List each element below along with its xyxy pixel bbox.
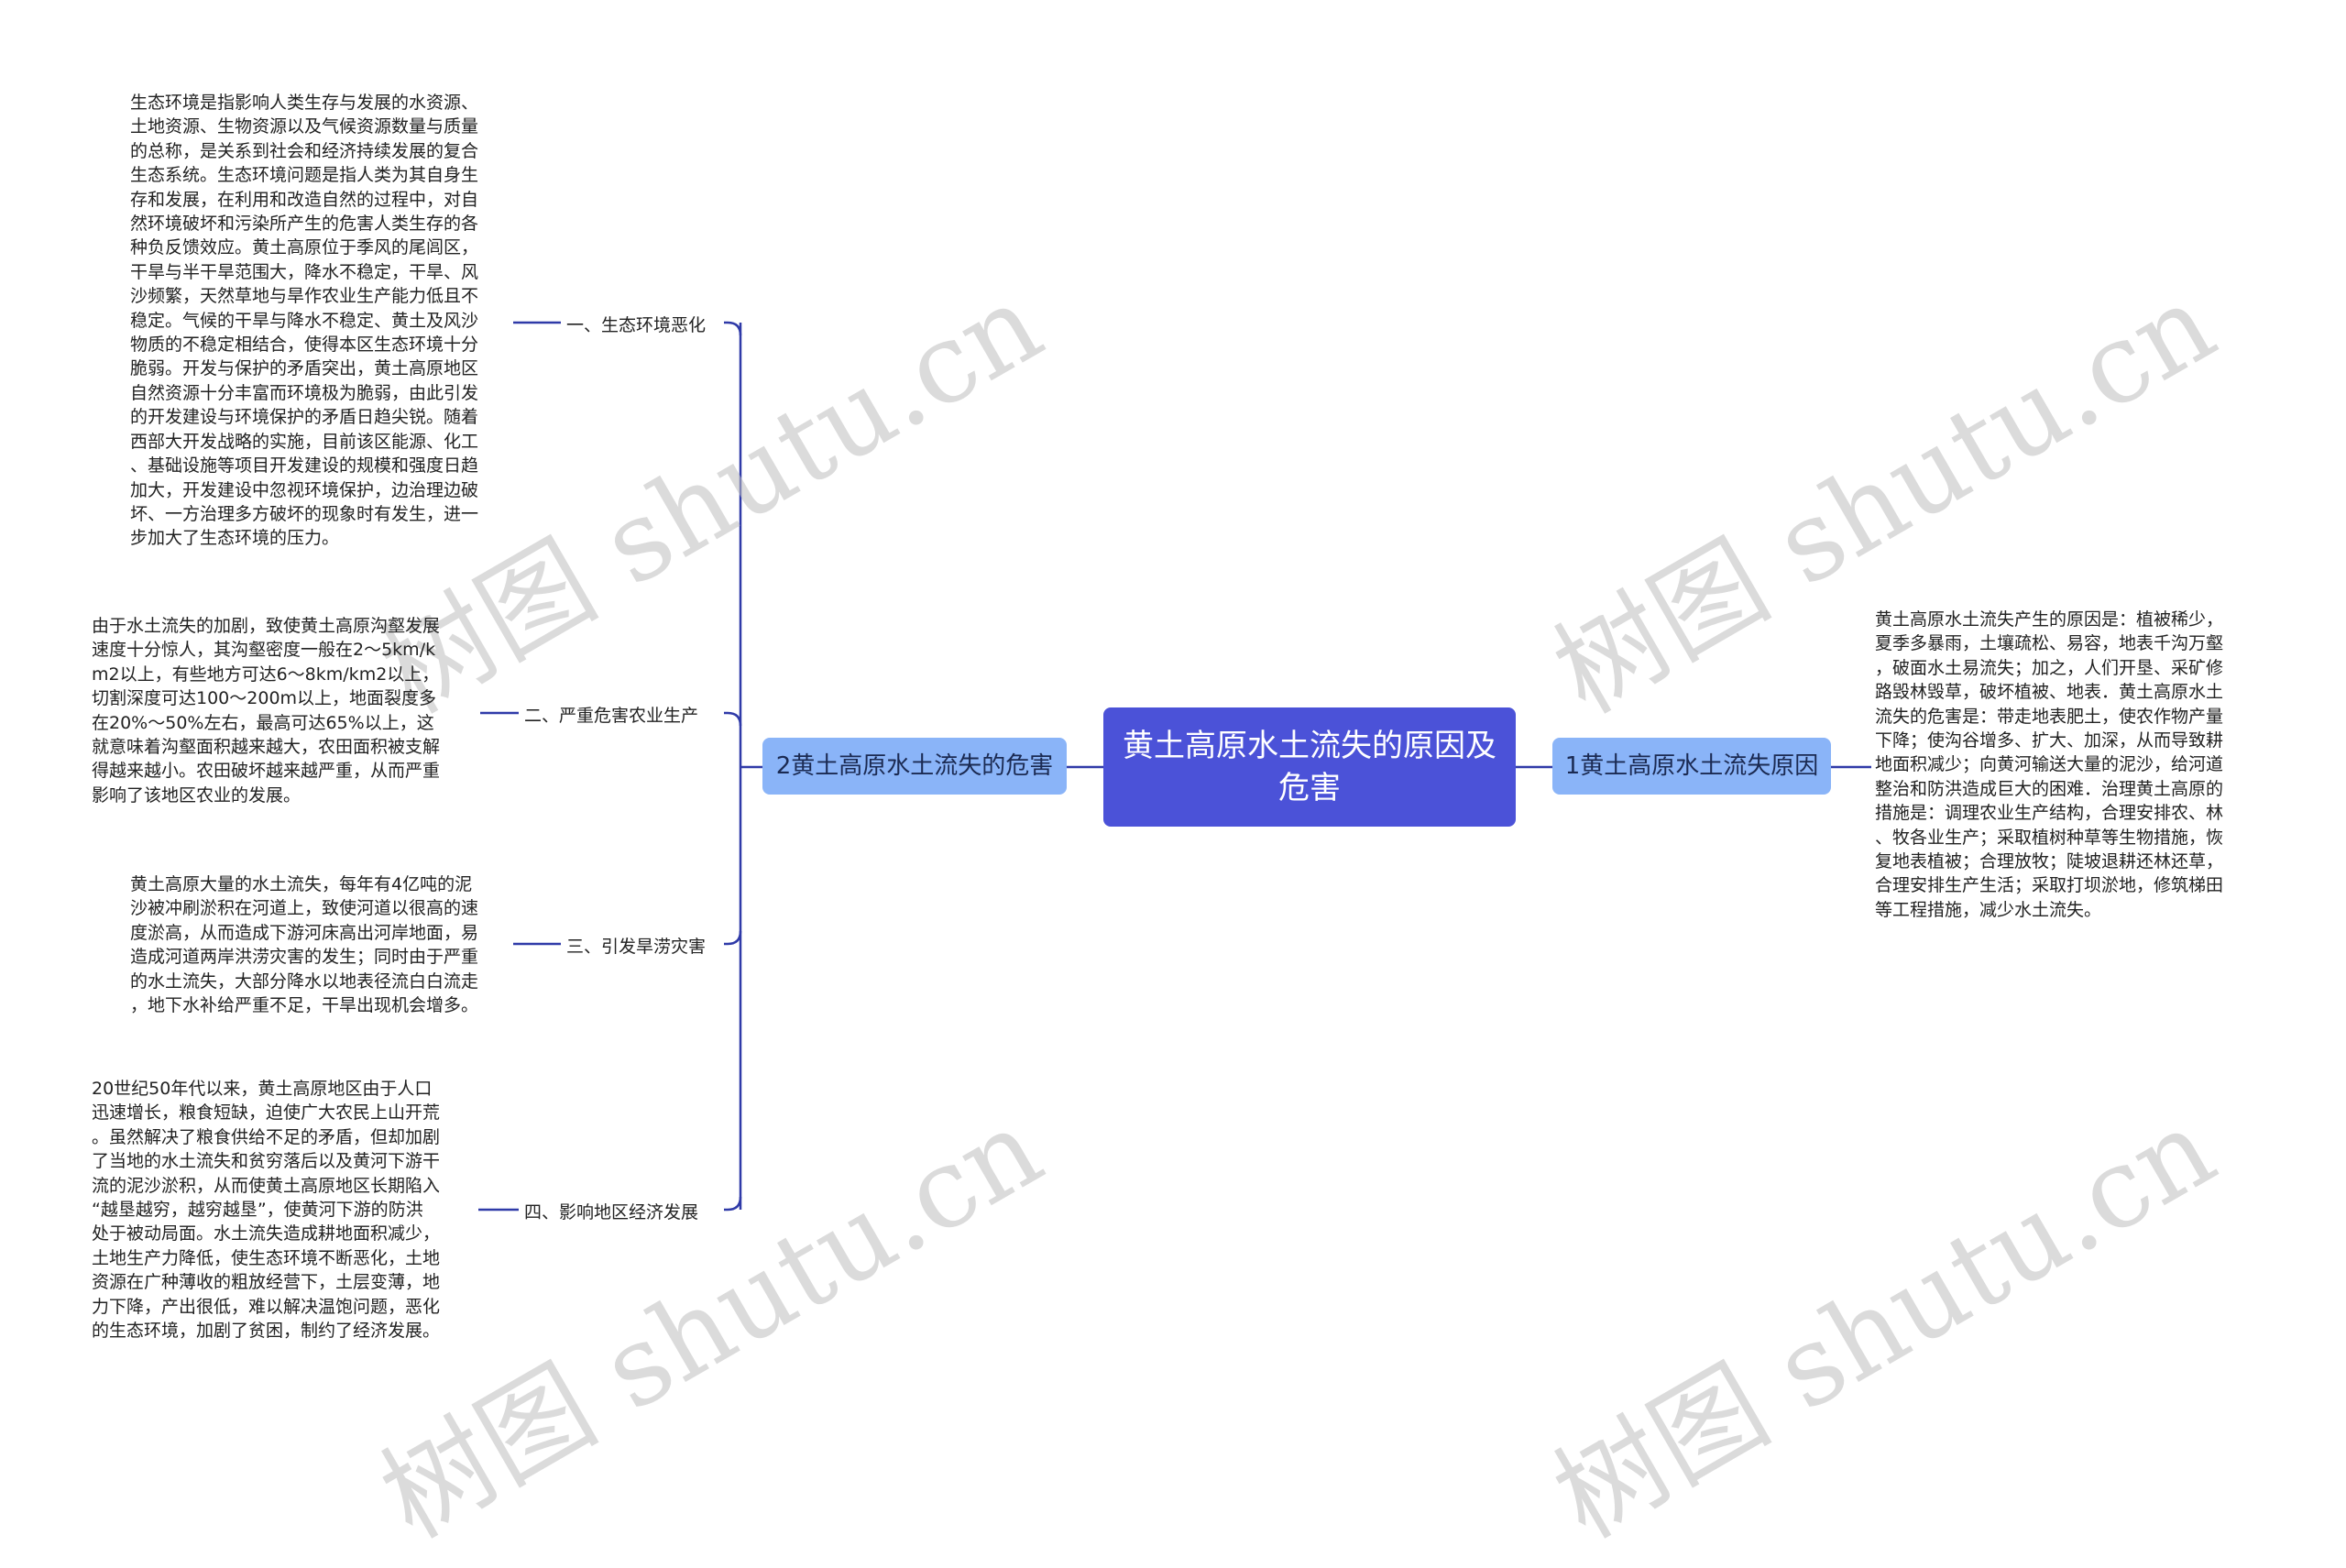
note-line: 。虽然解决了粮食供给不足的矛盾，但却加剧 (92, 1126, 441, 1147)
link-item-3 (724, 930, 742, 946)
note-line: ，破面水土易流失；加之，人们开垦、采矿修 (1875, 657, 2224, 678)
note-line: 由于水土流失的加剧，致使黄土高原沟壑发展 (92, 616, 441, 636)
note-line: 自然资源十分丰富而环境极为脆弱，由此引发 (130, 382, 479, 403)
note-agriculture: 由于水土流失的加剧，致使黄土高原沟壑发展 速度十分惊人，其沟壑密度一般在2～5k… (92, 614, 440, 807)
note-line: 流失的危害是：带走地表肥土，使农作物产量 (1875, 706, 2224, 727)
note-line: 了当地的水土流失和贫穷落后以及黄河下游干 (92, 1151, 441, 1172)
note-line: 得越来越小。农田破坏越来越严重，从而严重 (92, 761, 441, 782)
note-line: 处于被动局面。水土流失造成耕地面积减少， (92, 1223, 441, 1245)
note-line: 力下降，产出很低，难以解决温饱问题，恶化 (92, 1296, 441, 1317)
note-line: m2以上，有些地方可达6～8km/km2以上， (92, 663, 440, 685)
note-line: ，地下水补给严重不足，干旱出现机会增多。 (130, 995, 479, 1016)
note-line: 地面积减少；向黄河输送大量的泥沙，给河道 (1875, 754, 2224, 775)
branch-label: 1黄土高原水土流失原因 (1564, 752, 1819, 780)
note-line: 黄土高原大量的水土流失，每年有4亿吨的泥 (130, 874, 473, 894)
root-topic[interactable]: 黄土高原水土流失的原因及危害 (1103, 707, 1516, 827)
note-line: 加大，开发建设中忽视环境保护，边治理边破 (130, 479, 479, 500)
note-line: 在20%～50%左右，最高可达65%以上，这 (92, 712, 434, 733)
note-line: 造成河道两岸洪涝灾害的发生；同时由于严重 (130, 947, 479, 968)
note-line: 生态系统。生态环境问题是指人类为其自身生 (130, 165, 479, 186)
note-line: 就意味着沟壑面积越来越大，农田面积被支解 (92, 737, 441, 758)
link-item-2 (724, 711, 742, 727)
note-line: 黄土高原水土流失产生的原因是：植被稀少， (1875, 609, 2224, 630)
note-line: 资源在广种薄收的粗放经营下，土层变薄，地 (92, 1272, 441, 1293)
note-line: 沙频繁，天然草地与旱作农业生产能力低且不 (130, 286, 479, 307)
note-line: 等工程措施，减少水土流失。 (1875, 899, 2102, 920)
note-line: 、基础设施等项目开发建设的规模和强度日趋 (130, 455, 479, 477)
branch-label: 2黄土高原水土流失的危害 (775, 752, 1054, 780)
branch-consequences[interactable]: 2黄土高原水土流失的危害 (762, 738, 1067, 795)
note-line: 脆弱。开发与保护的矛盾突出，黄土高原地区 (130, 358, 479, 379)
note-line: 迅速增长，粮食短缺，迫使广大农民上山开荒 (92, 1102, 441, 1124)
note-line: 措施是：调理农业生产结构，合理安排农、林 (1875, 803, 2224, 824)
note-line: 夏季多暴雨，土壤疏松、易容，地表千沟万壑 (1875, 633, 2224, 654)
subtopic-label: 二、严重危害农业生产 (524, 706, 699, 726)
branch-causes[interactable]: 1黄土高原水土流失原因 (1552, 738, 1831, 795)
note-line: 度淤高，从而造成下游河床高出河岸地面，易 (130, 922, 479, 943)
note-line: 的开发建设与环境保护的矛盾日趋尖锐。随着 (130, 407, 479, 428)
note-line: 20世纪50年代以来，黄土高原地区由于人口 (92, 1079, 433, 1099)
note-line: 步加大了生态环境的压力。 (130, 528, 340, 549)
subtopic-economy[interactable]: 四、影响地区经济发展 (524, 1199, 698, 1223)
note-line: “越垦越穷，越穷越垦”，使黄河下游的防洪 (92, 1200, 423, 1221)
note-line: 、牧各业生产；采取植树种草等生物措施，恢 (1875, 827, 2224, 848)
note-line: 的生态环境，加剧了贫困，制约了经济发展。 (92, 1321, 441, 1342)
note-line: 稳定。气候的干旱与降水不稳定、黄土及风沙 (130, 310, 479, 331)
subtopic-label: 四、影响地区经济发展 (524, 1202, 699, 1223)
note-causes: 黄土高原水土流失产生的原因是：植被稀少， 夏季多暴雨，土壤疏松、易容，地表千沟万… (1875, 608, 2223, 922)
note-line: 复地表植被；合理放牧；陡坡退耕还林还草， (1875, 851, 2224, 872)
note-line: 生态环境是指影响人类生存与发展的水资源、 (130, 93, 479, 113)
note-disasters: 黄土高原大量的水土流失，每年有4亿吨的泥 沙被冲刷淤积在河道上，致使河道以很高的… (130, 872, 478, 1017)
note-line: 西部大开发战略的实施，目前该区能源、化工 (130, 431, 479, 452)
note-line: 的水土流失，大部分降水以地表径流白白流走 (130, 970, 479, 992)
note-line: 合理安排生产生活；采取打坝淤地，修筑梯田 (1875, 875, 2224, 896)
note-line: 土地生产力降低，使生态环境不断恶化，土地 (92, 1247, 441, 1268)
note-line: 然环境破坏和污染所产生的危害人类生存的各 (130, 214, 479, 235)
note-line: 切割深度可达100～200m以上，地面裂度多 (92, 688, 437, 709)
note-line: 影响了该地区农业的发展。 (92, 784, 301, 806)
note-line: 干旱与半干旱范围大，降水不稳定，干旱、风 (130, 261, 479, 282)
note-line: 的总称，是关系到社会和经济持续发展的复合 (130, 140, 479, 161)
subtopic-label: 一、生态环境恶化 (566, 315, 707, 335)
note-line: 坏、一方治理多方破坏的现象时有发生，进一 (130, 503, 479, 524)
link-item-1 (724, 321, 742, 336)
note-line: 种负反馈效应。黄土高原位于季风的尾闾区， (130, 237, 479, 258)
subtopic-ecology[interactable]: 一、生态环境恶化 (566, 312, 706, 336)
note-line: 沙被冲刷淤积在河道上，致使河道以很高的速 (130, 898, 479, 919)
note-line: 下降；使沟谷增多、扩大、加深，从而导致耕 (1875, 730, 2224, 751)
note-ecology: 生态环境是指影响人类生存与发展的水资源、 土地资源、生物资源以及气候资源数量与质… (130, 91, 478, 551)
note-line: 整治和防洪造成巨大的困难．治理黄土高原的 (1875, 778, 2224, 799)
subtopic-disasters[interactable]: 三、引发旱涝灾害 (566, 933, 706, 958)
note-line: 土地资源、生物资源以及气候资源数量与质量 (130, 116, 479, 137)
note-line: 流的泥沙淤积，从而使黄土高原地区长期陷入 (92, 1175, 441, 1196)
connector-lines (478, 321, 1871, 1212)
note-line: 路毁林毁草，破坏植被、地表．黄土高原水土 (1875, 682, 2224, 703)
note-line: 速度十分惊人，其沟壑密度一般在2～5km/k (92, 640, 436, 661)
note-line: 物质的不稳定相结合，使得本区生态环境十分 (130, 334, 479, 356)
subtopic-agriculture[interactable]: 二、严重危害农业生产 (524, 702, 698, 727)
subtopic-label: 三、引发旱涝灾害 (566, 937, 707, 957)
note-economy: 20世纪50年代以来，黄土高原地区由于人口 迅速增长，粮食短缺，迫使广大农民上山… (92, 1077, 440, 1343)
root-topic-label: 黄土高原水土流失的原因及危害 (1123, 728, 1496, 806)
note-line: 存和发展，在利用和改造自然的过程中，对自 (130, 189, 479, 210)
link-item-4 (724, 1196, 742, 1212)
